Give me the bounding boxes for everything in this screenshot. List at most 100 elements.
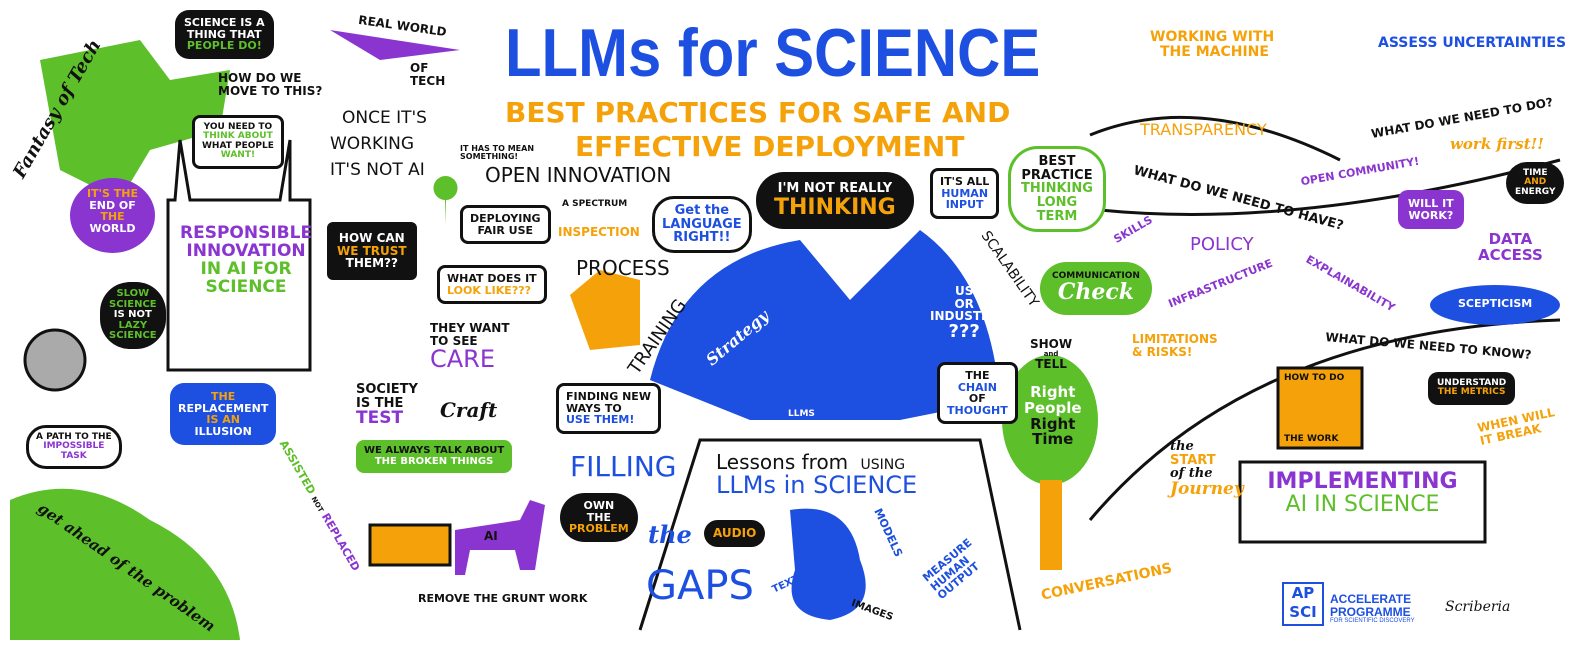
the-label: the (648, 520, 692, 549)
text-line: THEM?? (345, 256, 398, 271)
broken-things-bubble: WE ALWAYS TALK ABOUT THE BROKEN THINGS (356, 440, 513, 473)
inspection-label: INSPECTION (558, 225, 640, 239)
text-line: Time (1032, 430, 1074, 449)
text-line: CHAIN (957, 380, 997, 394)
logo-text: SCI (1289, 603, 1317, 621)
text-line: WHAT PEOPLE (202, 140, 274, 151)
location-pin (433, 176, 458, 225)
subtitle-line-1: BEST PRACTICES FOR SAFE AND (505, 96, 1011, 129)
mountain-path (638, 438, 1022, 631)
data-access: DATA ACCESS (1478, 231, 1543, 264)
castle (166, 139, 312, 372)
text-line: SOMETHING! (460, 152, 519, 162)
not-thinking-cloud: I'M NOT REALLY THINKING (756, 172, 914, 229)
text-line: IMPOSSIBLE (43, 441, 105, 452)
text-line: OR (954, 296, 974, 311)
text-line: WE TRUST (337, 243, 407, 258)
us-industry-label: US OR INDUSTRY ??? (930, 285, 998, 342)
replacement-bubble: THE REPLACEMENT IS AN ILLUSION (170, 383, 277, 446)
text-line: SOCIETY (356, 382, 418, 397)
text-line: THOUGHT (947, 403, 1008, 417)
chain-of-thought-bubble: THE CHAIN OF THOUGHT (937, 362, 1018, 425)
text-line: THINKING (774, 194, 896, 220)
text-line: US (954, 284, 974, 298)
look-like-bubble: WHAT DOES IT LOOK LIKE??? (437, 265, 547, 305)
gaps-label: GAPS (646, 563, 754, 609)
limitations-risks: LIMITATIONS & RISKS! (1132, 333, 1218, 358)
text-line: COMMUNICATION (1052, 271, 1140, 281)
text-line: IT'S NOT AI (330, 159, 425, 180)
of-tech-label: of TECH (410, 62, 445, 87)
text-line: TASK (60, 450, 87, 461)
policy-label: POLICY (1190, 234, 1254, 255)
text-line: WAYS TO (566, 401, 622, 415)
text-line: USE THEM! (566, 413, 635, 427)
text-line: of (410, 61, 429, 75)
scepticism-puddle (1430, 285, 1560, 325)
text-line: the (1170, 439, 1194, 454)
tree-trunk (1040, 480, 1062, 570)
text-line: IMPLEMENTING (1267, 469, 1458, 494)
text-line: and (1043, 349, 1059, 358)
text-line: TEST (356, 408, 404, 429)
text-line: YOU NEED TO (203, 122, 273, 132)
text-line: PRACTICE (1021, 167, 1093, 183)
text-line: THE (965, 369, 990, 382)
text-line: WORLD (89, 221, 136, 235)
snail (23, 328, 87, 392)
text-line: CARE (430, 345, 496, 374)
text-line: RESPONSIBLE (180, 223, 313, 243)
blue-dragon-wings (650, 230, 1000, 420)
text-line: WE ALWAYS TALK ABOUT (364, 445, 505, 456)
text-line: REPLACEMENT (178, 401, 269, 415)
filling-label: FILLING (570, 450, 677, 483)
text-line: Lessons from (716, 450, 849, 474)
text-line: ACCESS (1478, 245, 1543, 264)
open-innovation: OPEN INNOVATION (485, 163, 672, 187)
text-line: WANT! (220, 150, 256, 161)
text-line: ACCELERATE (1330, 592, 1412, 606)
text-line: IT'S ALL (940, 175, 990, 188)
text-line: THE BROKEN THINGS (374, 455, 494, 467)
text-line: IT HAS TO MEAN (460, 144, 535, 153)
text-line: THE MACHINE (1160, 43, 1269, 60)
grunt-work-label: REMOVE THE GRUNT WORK (418, 592, 588, 605)
text-line: Journey (1170, 478, 1244, 499)
text-line: Right (1030, 414, 1076, 433)
text-line: THINKING (1021, 181, 1093, 197)
implementing-ai-sign: IMPLEMENTING AI IN SCIENCE (1250, 470, 1475, 516)
will-it-work-bubble: WILL IT WORK? (1398, 190, 1464, 230)
text-line: WILL IT (1408, 197, 1454, 210)
text-line: INPUT (945, 198, 984, 212)
start-of-journey: the START of the Journey (1170, 440, 1244, 499)
how-to-do-work: HOW TO DO THE WORK (1284, 373, 1345, 444)
text-line: WORKING WITH (1150, 29, 1275, 45)
purple-horse (455, 500, 545, 575)
text-line: END OF (89, 198, 136, 212)
text-line: LANGUAGE (662, 216, 742, 232)
text-line: Check (1057, 279, 1135, 306)
impossible-task-cloud: A PATH TO THE IMPOSSIBLE TASK (26, 425, 122, 470)
text-line: HOW TO DO (1284, 373, 1345, 383)
green-tree (1002, 355, 1098, 485)
bubble-line: PEOPLE DO! (186, 39, 262, 53)
science-people-bubble: SCIENCE IS A THING THAT PEOPLE DO! (175, 10, 274, 59)
text-line: ??? (948, 320, 980, 342)
text-line: SCIENCE (205, 276, 287, 297)
text-line: RIGHT!! (673, 230, 731, 246)
text-line: THE METRICS (1437, 387, 1506, 398)
logo-text: AP (1291, 584, 1315, 602)
text-line: IS NOT (113, 309, 152, 320)
text-line: Right (1030, 383, 1076, 401)
audio-badge: AUDIO (704, 520, 766, 547)
text-line: LLMs in SCIENCE (716, 471, 918, 499)
fair-use-bubble: DEPLOYING FAIR USE (460, 205, 551, 245)
cart (368, 523, 452, 567)
text-line: BEST (1038, 154, 1076, 169)
metrics-bubble: UNDERSTAND THE METRICS (1428, 372, 1516, 405)
text-line: AND (1524, 177, 1547, 188)
finding-ways-bubble: FINDING NEW WAYS TO USE THEM! (556, 383, 661, 434)
text-line: LONG (1036, 194, 1078, 210)
